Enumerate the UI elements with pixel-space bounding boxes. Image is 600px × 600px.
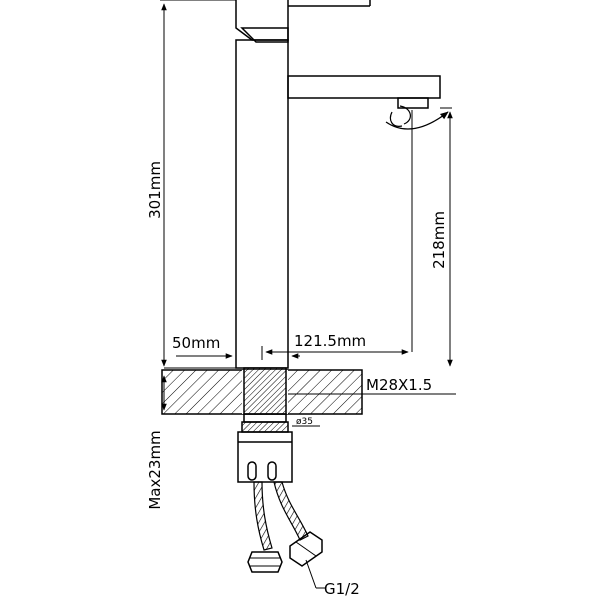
label-reach: 121.5mm bbox=[294, 332, 366, 350]
braided-hoses bbox=[247, 481, 323, 573]
diameter-callout: ø35 bbox=[292, 417, 320, 427]
label-height-total: 301mm bbox=[146, 161, 164, 219]
fixing-nut bbox=[237, 431, 293, 483]
hose-thread-callout: G1/2 bbox=[305, 559, 360, 598]
dimension-total-height: 301mm bbox=[146, 0, 236, 367]
dimension-spout-height: 218mm bbox=[430, 107, 453, 367]
label-width-base: 50mm bbox=[172, 334, 220, 352]
label-height-spout: 218mm bbox=[430, 211, 448, 269]
thread-callout: M28X1.5 bbox=[288, 376, 456, 395]
dimension-max-depth: Max23mm bbox=[146, 375, 242, 510]
label-diameter: ø35 bbox=[296, 417, 313, 427]
label-hose-thread: G1/2 bbox=[324, 580, 360, 598]
label-max-depth: Max23mm bbox=[146, 430, 164, 509]
threaded-shank bbox=[241, 367, 289, 433]
aerator-swivel-icon bbox=[385, 105, 449, 130]
label-thread: M28X1.5 bbox=[366, 376, 432, 394]
dimension-horizontal: 50mm 121.5mm bbox=[164, 110, 413, 369]
faucet-body bbox=[235, 0, 441, 369]
